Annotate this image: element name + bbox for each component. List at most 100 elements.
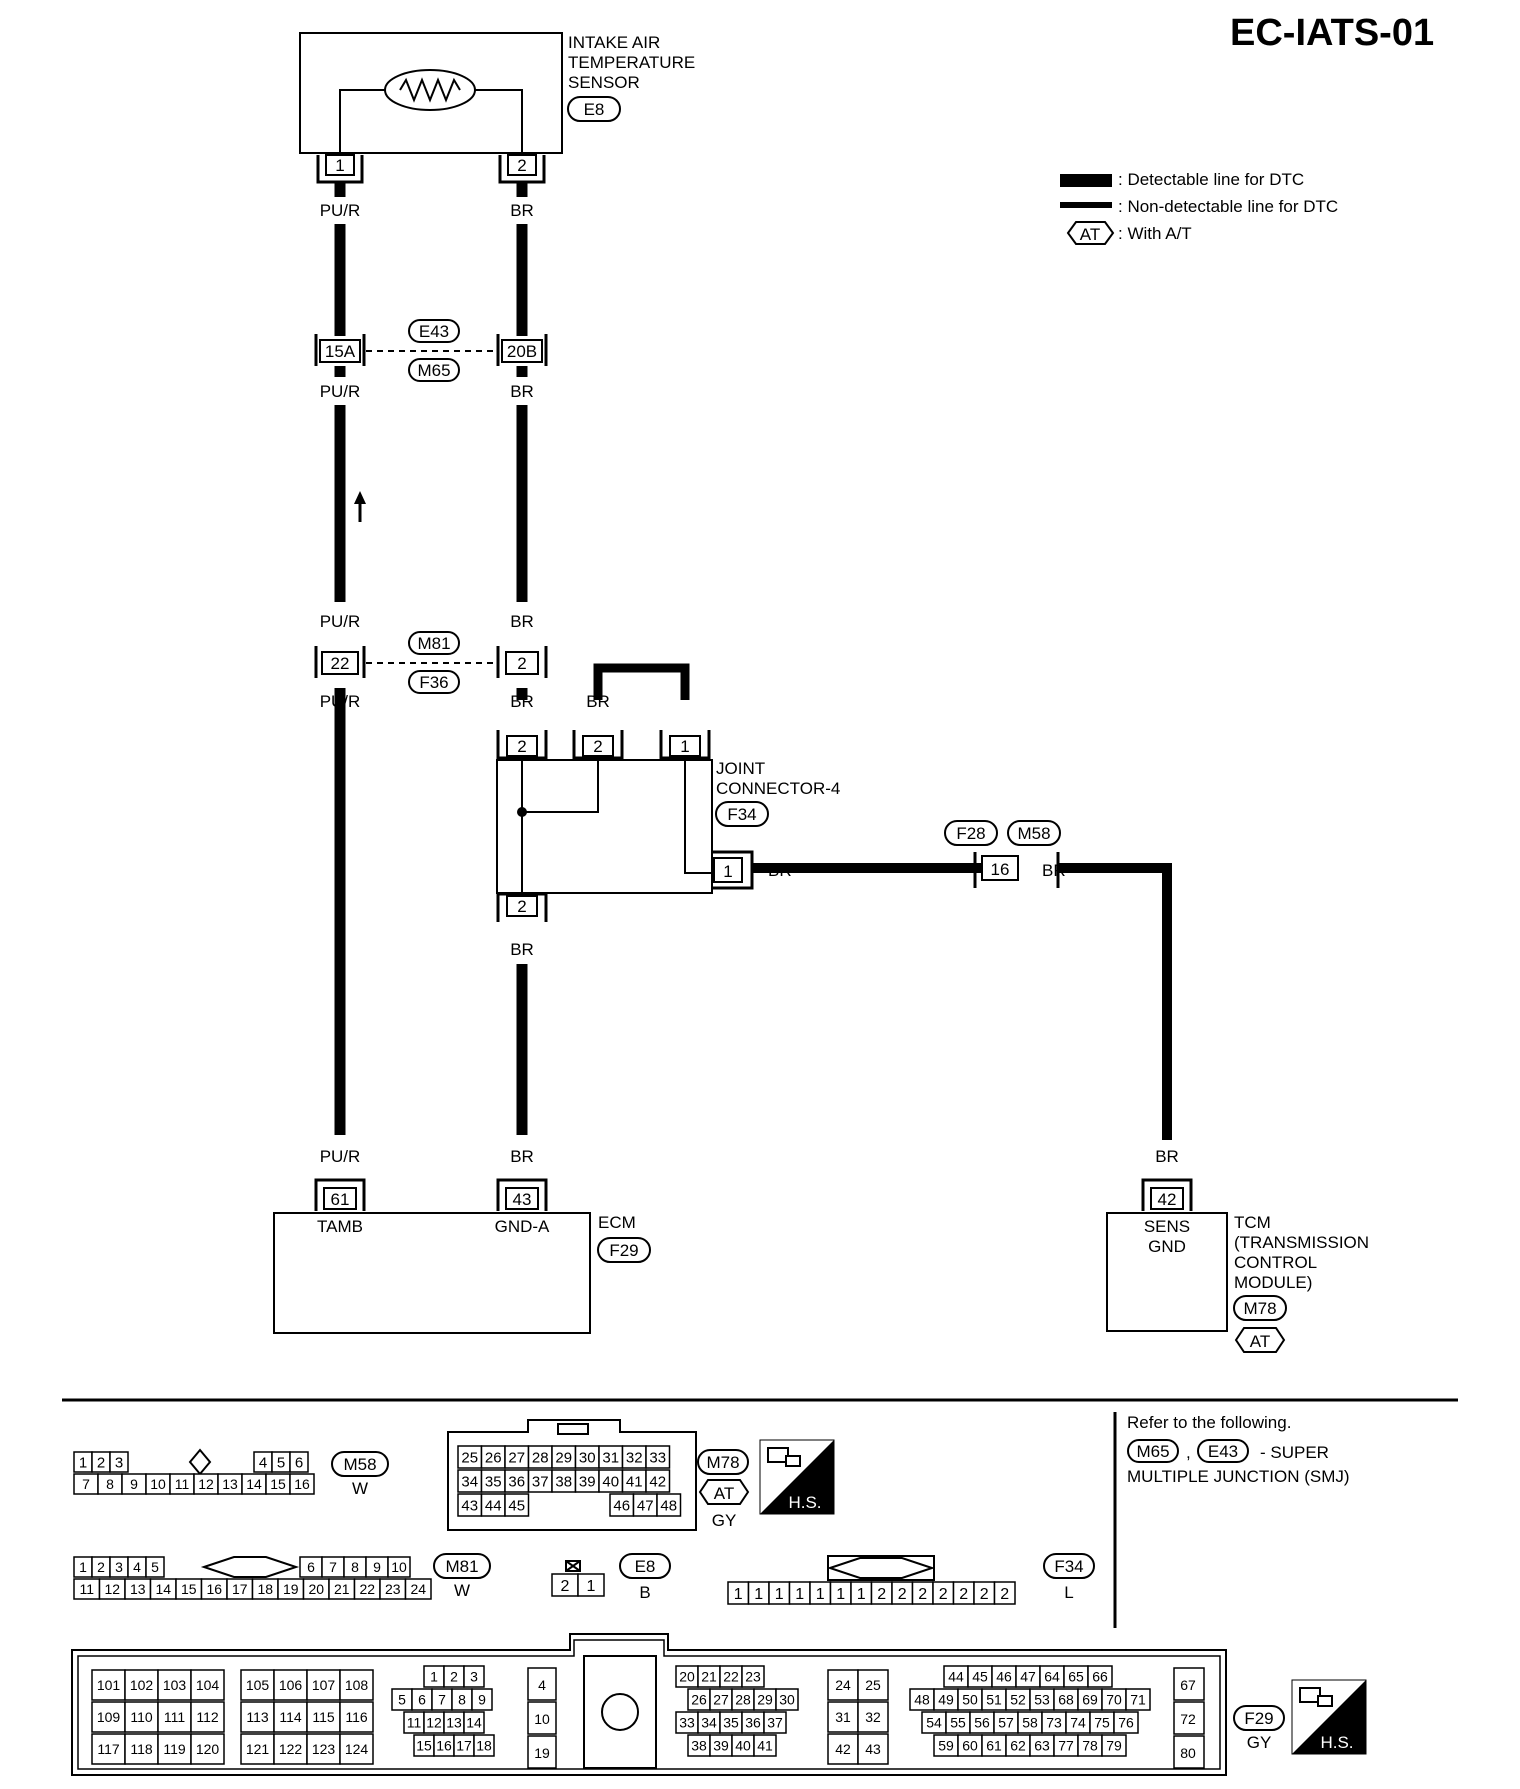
f29-cavity-13: 13 bbox=[446, 1715, 462, 1731]
f29-cavity-12: 12 bbox=[426, 1715, 442, 1731]
m78-cavity-39: 39 bbox=[579, 1473, 596, 1490]
f29-cavity-41: 41 bbox=[757, 1738, 773, 1754]
m81-key-icon bbox=[200, 1556, 300, 1578]
f29-cavity-8: 8 bbox=[458, 1692, 466, 1708]
m81-cavity-19: 19 bbox=[283, 1581, 299, 1597]
m58-cavity-4: 4 bbox=[259, 1454, 267, 1471]
m78-cavity-35: 35 bbox=[485, 1473, 502, 1490]
m81-cell bbox=[145, 1556, 165, 1578]
f29-cell bbox=[857, 1669, 889, 1701]
tcm-name-line1: TCM bbox=[1234, 1213, 1271, 1232]
m81-cavity-17: 17 bbox=[232, 1581, 248, 1597]
f29-cavity-39: 39 bbox=[713, 1738, 729, 1754]
f29-cell bbox=[157, 1669, 192, 1701]
m78-cell bbox=[504, 1493, 530, 1517]
f29-cavity-6: 6 bbox=[418, 1692, 426, 1708]
m58-color: W bbox=[352, 1479, 368, 1498]
legend-at-text: : With A/T bbox=[1118, 224, 1192, 243]
ecm-tamb: TAMB bbox=[317, 1217, 363, 1236]
f34-cavity-1: 1 bbox=[795, 1586, 804, 1603]
f29-cavity-18: 18 bbox=[476, 1738, 492, 1754]
sensor-connector-id: E8 bbox=[584, 100, 605, 119]
f29-cavity-113: 113 bbox=[246, 1709, 269, 1725]
f29-cavity-117: 117 bbox=[97, 1741, 120, 1757]
f29-cavity-28: 28 bbox=[735, 1692, 751, 1708]
f29-cell bbox=[763, 1711, 787, 1734]
f29-cavity-50: 50 bbox=[962, 1692, 978, 1708]
wire-label-br-4: BR bbox=[510, 692, 534, 711]
f29-cell bbox=[1173, 1735, 1205, 1769]
f29-cell bbox=[857, 1733, 889, 1765]
sensor-pin-2: 2 bbox=[517, 156, 526, 175]
f29-cavity-47: 47 bbox=[1020, 1669, 1036, 1685]
ecm-connector-id: F29 bbox=[609, 1241, 638, 1260]
f29-cavity-66: 66 bbox=[1092, 1669, 1108, 1685]
joint-name-line2: CONNECTOR-4 bbox=[716, 779, 840, 798]
f29-cavity-35: 35 bbox=[723, 1715, 739, 1731]
f34-cavity-1: 1 bbox=[775, 1586, 784, 1603]
f29-cavity-106: 106 bbox=[279, 1677, 303, 1693]
m78-cavity-46: 46 bbox=[613, 1497, 630, 1514]
junction-m81-f36: 22 2 M81 F36 bbox=[314, 631, 548, 694]
refer-smj1: - SUPER bbox=[1260, 1443, 1329, 1462]
f29-cell bbox=[827, 1701, 859, 1733]
f29-cavity-45: 45 bbox=[972, 1669, 988, 1685]
f29-cell bbox=[190, 1701, 225, 1733]
f29-cavity-55: 55 bbox=[950, 1715, 966, 1731]
f29-cell bbox=[857, 1701, 889, 1733]
sensor-pin-1: 1 bbox=[335, 156, 344, 175]
wire-labels: PU/R BR PU/R BR PU/R BR PU/R BR BR BR BR… bbox=[320, 201, 1179, 1166]
f34-key-icon bbox=[826, 1557, 936, 1579]
ecm-name: ECM bbox=[598, 1213, 636, 1232]
f34-cavity-2: 2 bbox=[980, 1586, 989, 1603]
m81-cavity-20: 20 bbox=[308, 1581, 324, 1597]
f29-cavity-119: 119 bbox=[163, 1741, 186, 1757]
m78-cavity-44: 44 bbox=[485, 1497, 502, 1514]
wire-label-br-6: BR bbox=[510, 940, 534, 959]
f29-cavity-121: 121 bbox=[246, 1741, 270, 1757]
f34-cavity-1: 1 bbox=[754, 1586, 763, 1603]
m78-cavity-25: 25 bbox=[461, 1449, 478, 1466]
m78-hs: H.S. bbox=[788, 1493, 821, 1512]
wire-label-br-8: BR bbox=[1042, 861, 1066, 880]
f29-cavity-109: 109 bbox=[97, 1709, 121, 1725]
m58-key-icon bbox=[188, 1448, 212, 1476]
connector-faces: M58 W M78 AT GY H.S. M81 W E8 B bbox=[71, 1419, 1367, 1776]
f29-cavity-115: 115 bbox=[312, 1709, 335, 1725]
f29-cavity-2: 2 bbox=[450, 1669, 458, 1685]
f29-cavity-77: 77 bbox=[1058, 1738, 1074, 1754]
m58-cavity-16: 16 bbox=[294, 1476, 310, 1492]
at-hex-icon bbox=[1234, 1327, 1286, 1353]
m58-cavity-15: 15 bbox=[270, 1476, 286, 1492]
f29-cell bbox=[339, 1701, 374, 1733]
refer-comma: , bbox=[1186, 1443, 1191, 1462]
f29-cavity-53: 53 bbox=[1034, 1692, 1050, 1708]
sensor-connector-tag bbox=[567, 96, 621, 122]
ecm-box bbox=[273, 1212, 591, 1334]
m78-cell bbox=[656, 1493, 682, 1517]
f29-cavity-52: 52 bbox=[1010, 1692, 1026, 1708]
wire-label-pu-r-4: PU/R bbox=[320, 692, 361, 711]
m78-cavity-42: 42 bbox=[649, 1473, 666, 1490]
wire-label-br-10: BR bbox=[1155, 1147, 1179, 1166]
f34-cavity-2: 2 bbox=[877, 1586, 886, 1603]
sensor-name-line3: SENSOR bbox=[568, 73, 640, 92]
f29-cell bbox=[157, 1733, 192, 1765]
m78-cell bbox=[645, 1469, 671, 1493]
f29-cavity-60: 60 bbox=[962, 1738, 978, 1754]
wire-label-br-2: BR bbox=[510, 382, 534, 401]
f29-cavity-7: 7 bbox=[438, 1692, 446, 1708]
m81-cavity-2: 2 bbox=[97, 1559, 105, 1575]
f29-cavity-124: 124 bbox=[345, 1741, 369, 1757]
joint-connector-id: F34 bbox=[727, 805, 756, 824]
f29-cavity-71: 71 bbox=[1130, 1692, 1146, 1708]
legend-non-detectable: : Non-detectable line for DTC bbox=[1118, 197, 1338, 216]
f29-cavity-72: 72 bbox=[1180, 1711, 1196, 1727]
m78-cavity-27: 27 bbox=[508, 1449, 525, 1466]
f29-cavity-15: 15 bbox=[416, 1738, 432, 1754]
e8-cavity-1: 1 bbox=[587, 1578, 596, 1595]
f29-cavity-110: 110 bbox=[130, 1709, 153, 1725]
f29-cavity-123: 123 bbox=[312, 1741, 336, 1757]
m58-cavity-14: 14 bbox=[246, 1476, 262, 1492]
m58-cavity-12: 12 bbox=[198, 1476, 214, 1492]
